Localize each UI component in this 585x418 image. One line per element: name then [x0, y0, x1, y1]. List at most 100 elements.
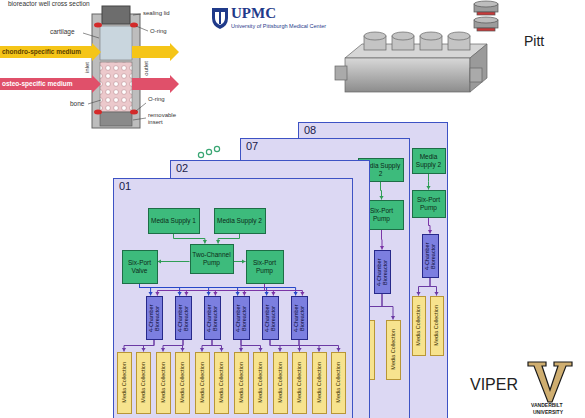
- logo-text: UNIVERSITY: [533, 410, 563, 416]
- collection-box: Media Collection: [195, 352, 210, 414]
- collection-box: Media Collection: [117, 352, 132, 414]
- box-label: Media Collection: [160, 362, 166, 403]
- box-label: Media Supply 2: [414, 153, 444, 167]
- card-number: 01: [119, 180, 131, 192]
- connector: [216, 234, 240, 244]
- collection-box: Media Collection: [253, 352, 268, 414]
- connector: [140, 284, 269, 296]
- box-label: 4-Chamber Bioreactor: [293, 298, 305, 338]
- connector: [416, 278, 430, 296]
- port-label: outlet: [143, 61, 150, 76]
- connector: [184, 284, 264, 296]
- connector-line: [163, 340, 183, 352]
- connector-line: [265, 284, 274, 296]
- connector: [242, 284, 264, 296]
- connector: [174, 234, 208, 244]
- process-box: Media Supply 1: [148, 208, 200, 234]
- connector-line: [244, 284, 264, 296]
- connector: [140, 284, 182, 296]
- bioreactor-box: 4-Chamber Bioreactor: [291, 296, 308, 340]
- connector: [380, 230, 384, 250]
- continuation-dots: [198, 146, 219, 157]
- connector-line: [124, 340, 154, 352]
- connector-line: [382, 294, 393, 320]
- card-number: 02: [176, 162, 188, 174]
- institution-label: Pitt: [524, 34, 544, 49]
- callout-label: removable insert: [148, 112, 192, 125]
- callout-label: bone: [70, 100, 84, 107]
- connector: [265, 284, 276, 296]
- connector-line: [215, 284, 264, 296]
- collection-box: Media Collection: [234, 352, 249, 414]
- connector: [379, 182, 383, 200]
- connector: [365, 294, 382, 320]
- callout-label: bioreactor well cross section: [8, 0, 90, 7]
- box-label: Media Collection: [433, 305, 439, 346]
- connector: [200, 340, 212, 352]
- collection-box: Media Collection: [292, 352, 307, 414]
- callout-label: sealing lid: [143, 10, 170, 17]
- process-box: Six-Port Pump: [246, 250, 284, 284]
- box-label: Two-Channel Pump: [192, 251, 232, 265]
- vanderbilt-logo: [528, 362, 572, 402]
- connector-line: [367, 294, 382, 320]
- box-label: Media Collection: [257, 362, 263, 403]
- collection-box: Media Collection: [214, 352, 229, 414]
- connector-line: [186, 284, 264, 296]
- bioreactor-box: 4-Chamber Bioreactor: [422, 234, 439, 278]
- connector: [299, 340, 341, 352]
- box-label: Media Collection: [316, 362, 322, 403]
- protocol-card: 01Media Supply 1Media Supply 2Six-Port V…: [113, 178, 353, 418]
- connector-line: [144, 340, 155, 352]
- connector-line: [202, 340, 212, 352]
- card-number: 07: [246, 140, 258, 152]
- connector: [140, 284, 211, 296]
- connector: [158, 259, 190, 263]
- box-label: 4-Chamber Bioreactor: [148, 298, 160, 338]
- collection-box: Media Collection: [386, 320, 401, 380]
- connector: [426, 174, 430, 190]
- collection-box: Media Collection: [430, 296, 444, 356]
- connector: [241, 340, 263, 352]
- box-label: 4-Chamber Bioreactor: [235, 298, 247, 338]
- box-label: Media Collection: [335, 362, 341, 403]
- card-number: 08: [304, 124, 316, 136]
- connector: [180, 340, 184, 352]
- callout-label: cartilage: [50, 28, 75, 35]
- box-label: Six-Port Valve: [124, 259, 156, 273]
- box-label: Media Collection: [179, 362, 185, 403]
- connector-line: [212, 340, 222, 352]
- box-label: 4-Chamber Bioreactor: [206, 298, 218, 338]
- logo-text: VANDERBILT: [531, 403, 562, 409]
- logo-text: University of Pittsburgh Medical Center: [231, 23, 326, 29]
- connector-line: [140, 284, 267, 296]
- box-label: 4-Chamber Bioreactor: [424, 236, 436, 276]
- logo-text: UPMC: [231, 5, 276, 22]
- connector: [382, 294, 395, 320]
- box-label: Six-Port Pump: [248, 259, 282, 273]
- box-label: Media Collection: [199, 362, 205, 403]
- collection-box: Media Collection: [331, 352, 346, 414]
- box-label: Media Supply 1: [151, 217, 196, 224]
- box-label: Media Collection: [218, 362, 224, 403]
- connector: [234, 259, 246, 263]
- connector: [140, 284, 298, 296]
- connector-line: [140, 284, 238, 296]
- collection-box: Media Collection: [312, 352, 327, 414]
- connector-line: [419, 278, 431, 296]
- connector-line: [140, 284, 209, 296]
- connector-line: [218, 234, 239, 244]
- port-label: inlet: [84, 62, 91, 73]
- process-box: Six-Port Valve: [122, 250, 158, 284]
- callout-label: O-ring: [148, 96, 165, 103]
- connector: [428, 218, 432, 234]
- box-label: Media Collection: [277, 362, 283, 403]
- box-label: 4-Chamber Bioreactor: [376, 252, 388, 292]
- bioreactor-box: 4-Chamber Bioreactor: [374, 250, 391, 294]
- bioreactor-box: 4-Chamber Bioreactor: [175, 296, 192, 340]
- box-label: Media Collection: [296, 362, 302, 403]
- connector: [140, 284, 153, 296]
- connector-line: [157, 284, 264, 296]
- callout-label: O-ring: [150, 28, 167, 35]
- upmc-crest: [212, 8, 228, 29]
